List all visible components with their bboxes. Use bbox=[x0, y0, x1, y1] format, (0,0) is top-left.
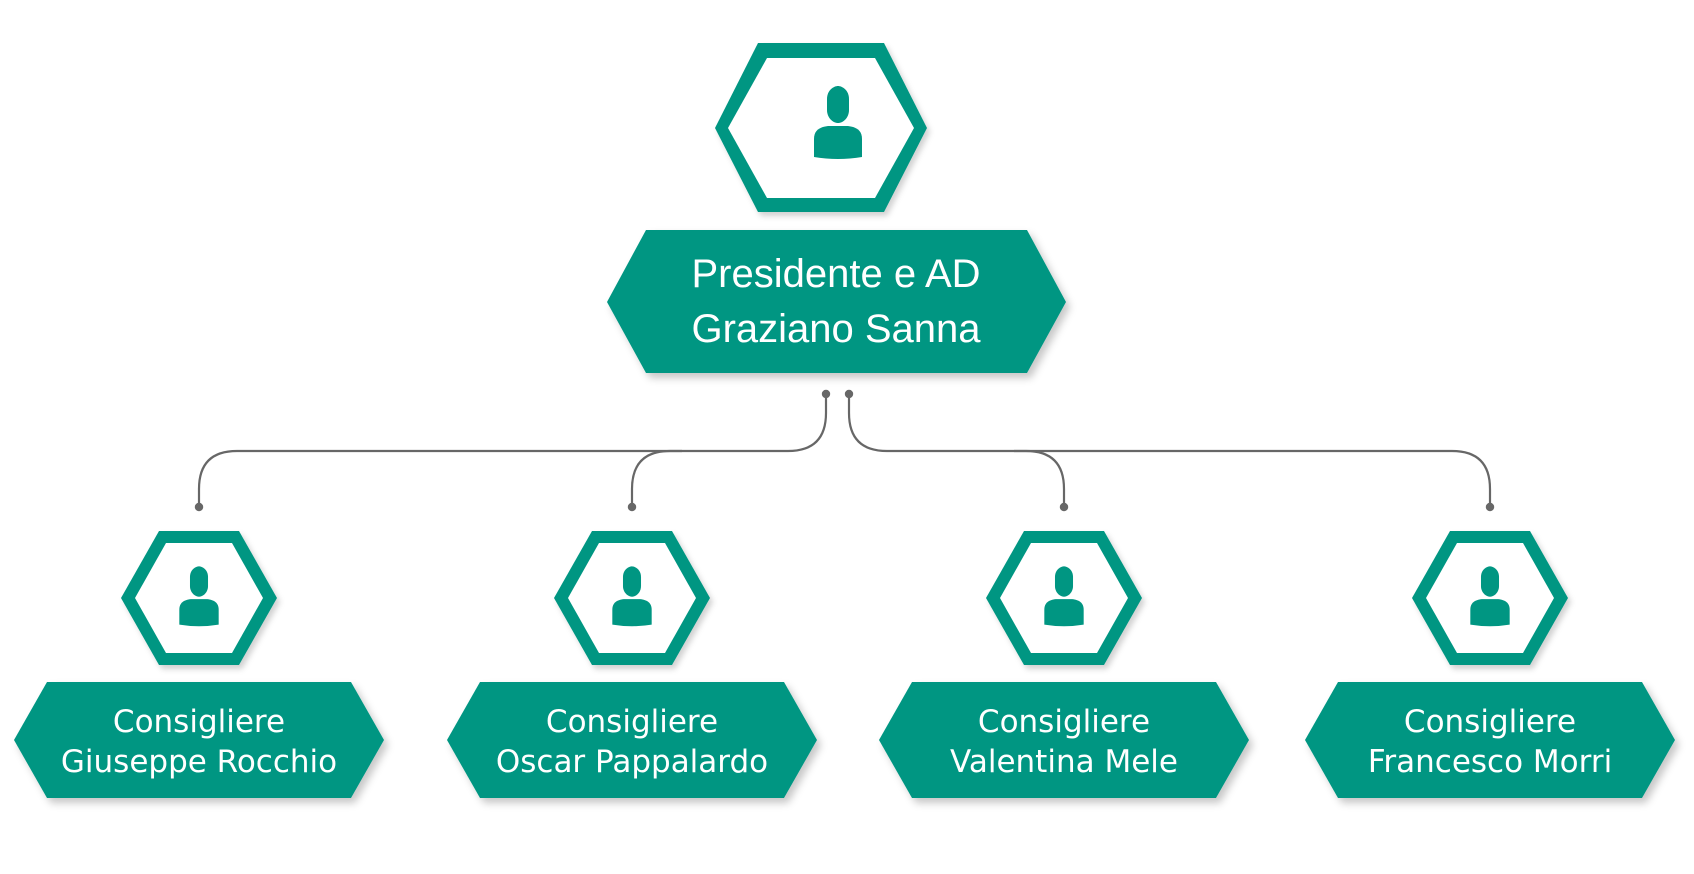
connector-dot bbox=[627, 502, 637, 512]
connector-left bbox=[197, 394, 828, 507]
connector-right bbox=[847, 394, 1492, 507]
connector-dot bbox=[844, 389, 854, 399]
root-hexagon-icon bbox=[715, 43, 927, 212]
member-name: Oscar Pappalardo bbox=[496, 744, 768, 780]
member-role: Consigliere bbox=[546, 704, 718, 740]
connector-right-inner bbox=[1014, 449, 1066, 507]
member-hexagon-icon bbox=[554, 531, 710, 665]
root-node: Presidente e AD Graziano Sanna bbox=[607, 43, 1066, 373]
member-label-banner bbox=[14, 682, 384, 798]
member-name: Giuseppe Rocchio bbox=[61, 744, 337, 780]
member-role: Consigliere bbox=[978, 704, 1150, 740]
root-label-banner bbox=[607, 230, 1066, 373]
connector-left-inner bbox=[630, 449, 682, 507]
connector-dot bbox=[1485, 502, 1495, 512]
person-icon bbox=[1470, 566, 1510, 627]
connector-dot bbox=[821, 389, 831, 399]
root-person-icon bbox=[814, 86, 862, 159]
member-name: Valentina Mele bbox=[950, 744, 1178, 780]
member-hexagon-icon bbox=[1412, 531, 1568, 665]
member-role: Consigliere bbox=[113, 704, 285, 740]
member-label-banner bbox=[879, 682, 1249, 798]
connector-dot bbox=[194, 502, 204, 512]
member-role: Consigliere bbox=[1404, 704, 1576, 740]
person-icon bbox=[1044, 566, 1084, 627]
member-label-banner bbox=[447, 682, 817, 798]
connector-lines bbox=[194, 389, 1495, 512]
person-icon bbox=[179, 566, 219, 627]
member-name: Francesco Morri bbox=[1368, 744, 1612, 780]
root-title-line1: Presidente e AD bbox=[691, 252, 980, 296]
member-hexagon-icon bbox=[121, 531, 277, 665]
person-icon bbox=[612, 566, 652, 627]
root-title-line2: Graziano Sanna bbox=[691, 307, 981, 351]
member-hexagon-icon bbox=[986, 531, 1142, 665]
connector-dot bbox=[1059, 502, 1069, 512]
member-label-banner bbox=[1305, 682, 1675, 798]
